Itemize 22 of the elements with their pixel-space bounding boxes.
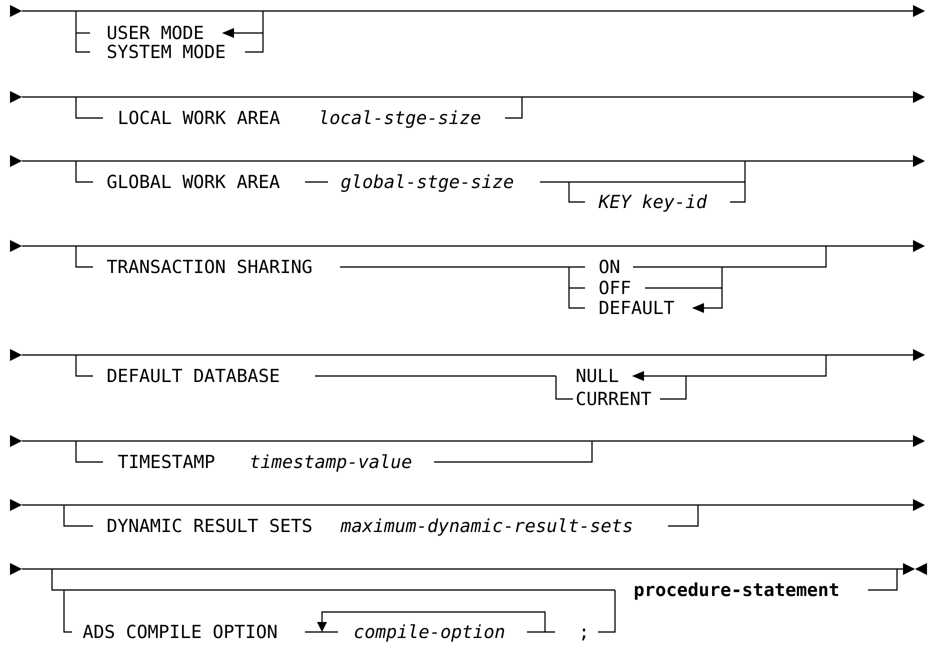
keyword-text: GLOBAL WORK AREA — [108, 174, 280, 188]
keyword-text: USER MODE — [108, 26, 203, 40]
keyword-text: SYSTEM MODE — [108, 44, 225, 58]
keyword-text: TRANSACTION SHARING — [107, 260, 312, 274]
parameter-text: local-stge-size — [321, 110, 480, 128]
statement-text: procedure-statement — [634, 582, 838, 600]
parameter-text: compile-option — [354, 624, 504, 642]
keyword-text: CURRENT — [576, 392, 652, 406]
keyword-text: DEFAULT DATABASE — [108, 368, 279, 382]
keyword-text: NULL — [576, 368, 618, 382]
keyword-text: ON — [600, 260, 620, 274]
keyword-text: OFF — [600, 280, 630, 294]
keyword-text: TIMESTAMP — [118, 454, 214, 468]
keyword-text: DYNAMIC RESULT SETS — [108, 518, 312, 532]
keyword-text: ADS COMPILE OPTION — [82, 624, 276, 638]
keyword-text: LOCAL WORK AREA — [120, 110, 280, 124]
keyword-text: ; — [582, 628, 586, 641]
parameter-text: maximum-dynamic-result-sets — [340, 518, 632, 536]
parameter-text: timestamp-value — [251, 454, 412, 472]
parameter-text: global-stge-size — [341, 174, 514, 192]
parameter-text: KEY key-id — [598, 194, 708, 212]
keyword-text: DEFAULT — [600, 300, 674, 314]
